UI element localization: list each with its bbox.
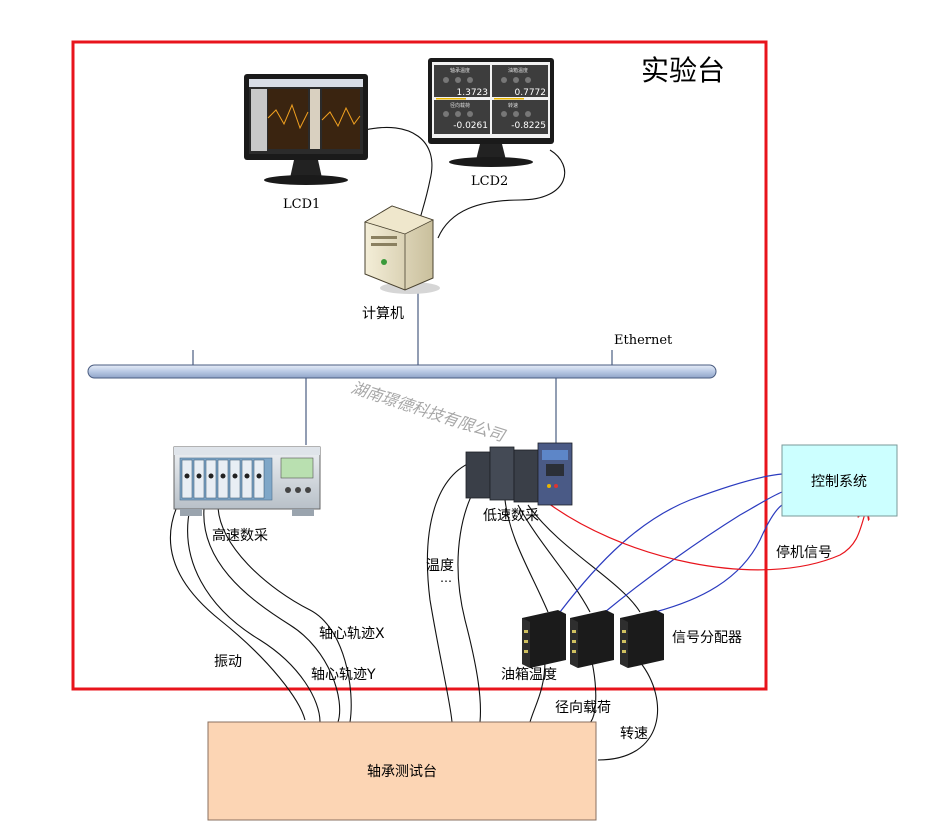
lab-frame <box>71 40 768 691</box>
bus-taps <box>192 292 613 445</box>
control-system-box <box>781 444 898 517</box>
signal-splitter-icon <box>522 610 664 668</box>
cables <box>169 126 659 761</box>
lcd2-caption-1: 轴承温度 <box>450 67 470 74</box>
ethernet-label: Ethernet <box>614 333 673 348</box>
high-speed-daq-label: 高速数采 <box>212 527 268 544</box>
bearing-test-rig-box <box>207 721 597 821</box>
low-speed-daq-label: 低速数采 <box>483 508 539 524</box>
axis-orbit-y-label: 轴心轨迹Y <box>311 667 376 683</box>
stop-signal-arrow <box>539 496 866 571</box>
temperature-more: … <box>440 571 452 585</box>
oil-tank-temp-label: 油箱温度 <box>501 667 557 683</box>
stop-signal-label: 停机信号 <box>776 544 832 561</box>
signal-splitter-label: 信号分配器 <box>672 630 742 646</box>
low-speed-daq-icon <box>465 442 573 506</box>
bearing-test-rig-label: 轴承测试台 <box>367 764 437 780</box>
axis-orbit-x-label: 轴心轨迹X <box>319 626 385 642</box>
control-system-label: 控制系统 <box>811 474 867 490</box>
control-links <box>559 473 783 613</box>
ethernet-bus <box>87 364 717 379</box>
lcd2-value-3: -0.0261 <box>453 121 488 131</box>
speed-label: 转速 <box>620 726 648 742</box>
lcd1-label: LCD1 <box>283 197 320 212</box>
lcd2-value-1: 1.3723 <box>457 88 489 98</box>
lcd2-caption-3: 径向载荷 <box>450 102 470 109</box>
lcd2-monitor-icon: 轴承温度 油箱温度 径向载荷 转速 1.3723 0.7772 -0.0261 … <box>428 58 554 167</box>
lcd1-monitor-icon <box>244 74 368 185</box>
lcd2-value-4: -0.8225 <box>511 121 546 131</box>
high-speed-daq-icon <box>173 446 321 516</box>
vibration-label: 振动 <box>214 654 242 670</box>
lcd2-label: LCD2 <box>471 174 508 189</box>
lcd2-caption-4: 转速 <box>508 102 518 109</box>
lcd2-value-2: 0.7772 <box>515 88 547 98</box>
computer-label: 计算机 <box>362 306 404 322</box>
computer-tower-icon <box>364 205 440 294</box>
lcd2-caption-2: 油箱温度 <box>508 67 528 74</box>
radial-load-label: 径向载荷 <box>555 700 611 716</box>
watermark: 湖南璟德科技有限公司 <box>349 378 509 446</box>
lab-title: 实验台 <box>641 54 725 87</box>
temperature-label: 温度 <box>426 558 454 574</box>
